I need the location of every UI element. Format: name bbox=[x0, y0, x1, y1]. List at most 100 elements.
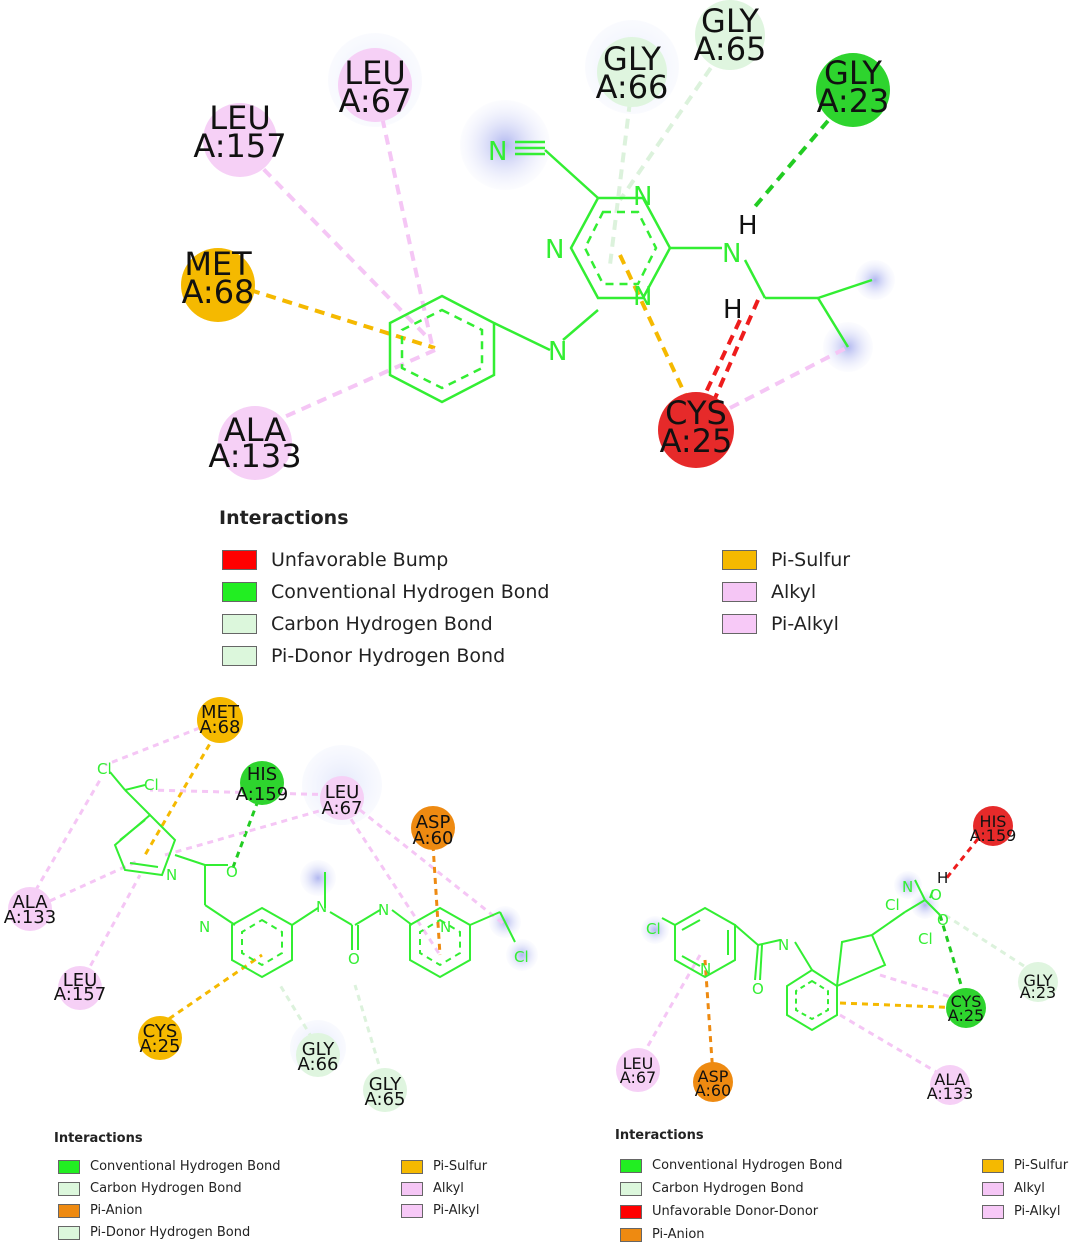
legend-item-pi-alkyl: Pi-Alkyl bbox=[401, 1203, 479, 1218]
line-cys25-bump-2 bbox=[710, 299, 760, 406]
phenyl-aromatic bbox=[400, 308, 484, 390]
residue-leu67[interactable]: LEU A:67 bbox=[320, 776, 364, 820]
residue-cys25[interactable]: CYS A:25 bbox=[658, 392, 734, 468]
residue-gly66[interactable]: GLY A:66 bbox=[296, 1033, 340, 1077]
atom-n-pyridine: N bbox=[440, 918, 451, 936]
legend-swatch bbox=[982, 1158, 1004, 1173]
residue-id: A:68 bbox=[200, 717, 241, 738]
bond-nh-ch bbox=[743, 259, 767, 299]
atom-n-pyrrole: N bbox=[166, 866, 177, 884]
ligand-structure bbox=[109, 771, 516, 979]
residue-ala133[interactable]: ALA A:133 bbox=[927, 1065, 974, 1105]
line-cys25-pi-sulfur bbox=[159, 953, 263, 1027]
halo-n bbox=[894, 871, 922, 899]
triazine-ring bbox=[569, 196, 672, 300]
legend-label: Pi-Alkyl bbox=[1014, 1204, 1061, 1219]
legend-item-conventional-hbond: Conventional Hydrogen Bond bbox=[58, 1159, 281, 1174]
residue-cys25[interactable]: CYS A:25 bbox=[138, 1016, 182, 1060]
residue-id: A:25 bbox=[660, 422, 733, 460]
residue-name: ASP bbox=[416, 812, 451, 833]
bond-methyl-2 bbox=[816, 297, 850, 348]
legend-label: Conventional Hydrogen Bond bbox=[652, 1158, 843, 1173]
bond-nh-triazine bbox=[562, 309, 599, 341]
residue-cys25[interactable]: CYS A:25 bbox=[946, 988, 986, 1028]
residue-met68[interactable]: MET A:68 bbox=[181, 245, 255, 322]
legend-item-conventional-hbond: Conventional Hydrogen Bond bbox=[222, 581, 549, 603]
line-leu67-pi-alkyl bbox=[343, 809, 442, 956]
residue-name: ALA bbox=[12, 892, 48, 913]
residue-name: LEU bbox=[344, 54, 405, 92]
atom-cl-2: Cl bbox=[144, 776, 159, 794]
residue-gly65[interactable]: GLY A:65 bbox=[694, 0, 767, 70]
residue-his159[interactable]: HIS A:159 bbox=[236, 761, 288, 805]
line-cys25-alkyl bbox=[879, 973, 961, 1002]
residue-leu157[interactable]: LEU A:157 bbox=[193, 99, 287, 177]
ligand-atom-labels: Cl Cl N O N N O N N Cl bbox=[97, 760, 529, 968]
line-cys25-bump-1 bbox=[698, 319, 742, 406]
residue-gly23[interactable]: GLY A:23 bbox=[816, 53, 890, 127]
line-met68-alkyl bbox=[104, 718, 221, 767]
triazine-aromatic bbox=[583, 210, 658, 286]
residue-leu67[interactable]: LEU A:67 bbox=[616, 1048, 660, 1092]
atom-cl-1: Cl bbox=[97, 760, 112, 778]
residue-gly65[interactable]: GLY A:65 bbox=[363, 1068, 407, 1112]
legend-label: Unfavorable Bump bbox=[271, 549, 449, 571]
residue-gly66[interactable]: GLY A:66 bbox=[596, 37, 669, 107]
line-met68-pi-sulfur bbox=[249, 288, 436, 350]
residue-ala133[interactable]: ALA A:133 bbox=[4, 887, 56, 931]
legend-swatch bbox=[222, 550, 257, 570]
atom-n-amine: N bbox=[722, 239, 741, 269]
legend-label: Carbon Hydrogen Bond bbox=[652, 1181, 804, 1196]
indane-cyclopentane bbox=[836, 933, 887, 987]
atom-n-amine: N bbox=[902, 878, 913, 896]
residue-asp60[interactable]: ASP A:60 bbox=[693, 1062, 733, 1102]
residue-name: HIS bbox=[980, 812, 1007, 831]
residue-id: A:65 bbox=[694, 30, 767, 68]
residue-name: GLY bbox=[1024, 971, 1053, 990]
residue-name: LEU bbox=[623, 1054, 654, 1073]
atom-n-amide-2: N bbox=[378, 901, 389, 919]
legend-swatch bbox=[722, 614, 757, 634]
legend-swatch bbox=[58, 1203, 80, 1218]
atom-n-2: N bbox=[545, 235, 564, 265]
residue-gly23[interactable]: GLY A:23 bbox=[1018, 962, 1058, 1002]
residue-name: ALA bbox=[224, 411, 286, 449]
interaction-lines bbox=[635, 829, 1039, 1082]
legend-title: Interactions bbox=[54, 1131, 143, 1146]
residue-name: HIS bbox=[247, 764, 277, 785]
legend-label: Pi-Anion bbox=[652, 1227, 705, 1242]
atom-h: H bbox=[937, 869, 948, 887]
atom-n-amide: N bbox=[778, 936, 789, 954]
residue-leu67[interactable]: LEU A:67 bbox=[338, 48, 412, 122]
line-asp60-pi-anion bbox=[431, 844, 442, 956]
legend-label: Pi-Donor Hydrogen Bond bbox=[90, 1225, 251, 1240]
indane-aromatic-ring bbox=[786, 968, 838, 1032]
residue-name: GLY bbox=[701, 2, 759, 40]
atom-h-1: H bbox=[738, 211, 758, 241]
bond-methyl-1 bbox=[817, 278, 873, 300]
line-leu67-alkyl-2 bbox=[164, 803, 341, 857]
line-gly23-carbon-hbond bbox=[944, 913, 1039, 977]
residue-id: A:60 bbox=[695, 1081, 731, 1100]
halo-cl bbox=[641, 916, 669, 944]
atom-cl-3: Cl bbox=[514, 948, 529, 966]
residue-name: ALA bbox=[934, 1070, 965, 1089]
atom-n-amide-1: N bbox=[199, 918, 210, 936]
legend-swatch bbox=[620, 1181, 642, 1196]
legend-item-alkyl: Alkyl bbox=[982, 1181, 1045, 1196]
legend-item-pi-alkyl: Pi-Alkyl bbox=[722, 613, 839, 635]
residue-leu157[interactable]: LEU A:157 bbox=[54, 966, 106, 1010]
residue-name: LEU bbox=[209, 99, 270, 137]
residue-id: A:157 bbox=[193, 127, 286, 165]
line-gly65-carbon-hbond bbox=[618, 38, 732, 202]
atom-cl-1: Cl bbox=[646, 920, 661, 938]
atom-o-2: O bbox=[348, 950, 360, 968]
residue-met68[interactable]: MET A:68 bbox=[197, 697, 243, 743]
residue-asp60[interactable]: ASP A:60 bbox=[411, 806, 455, 850]
residue-ala133[interactable]: ALA A:133 bbox=[208, 406, 302, 480]
halo-methyl-1 bbox=[855, 260, 895, 300]
residue-id: A:133 bbox=[208, 437, 301, 475]
legend-swatch bbox=[982, 1181, 1004, 1196]
atom-o-2: O bbox=[937, 911, 949, 929]
residue-his159[interactable]: HIS A:159 bbox=[970, 806, 1017, 846]
